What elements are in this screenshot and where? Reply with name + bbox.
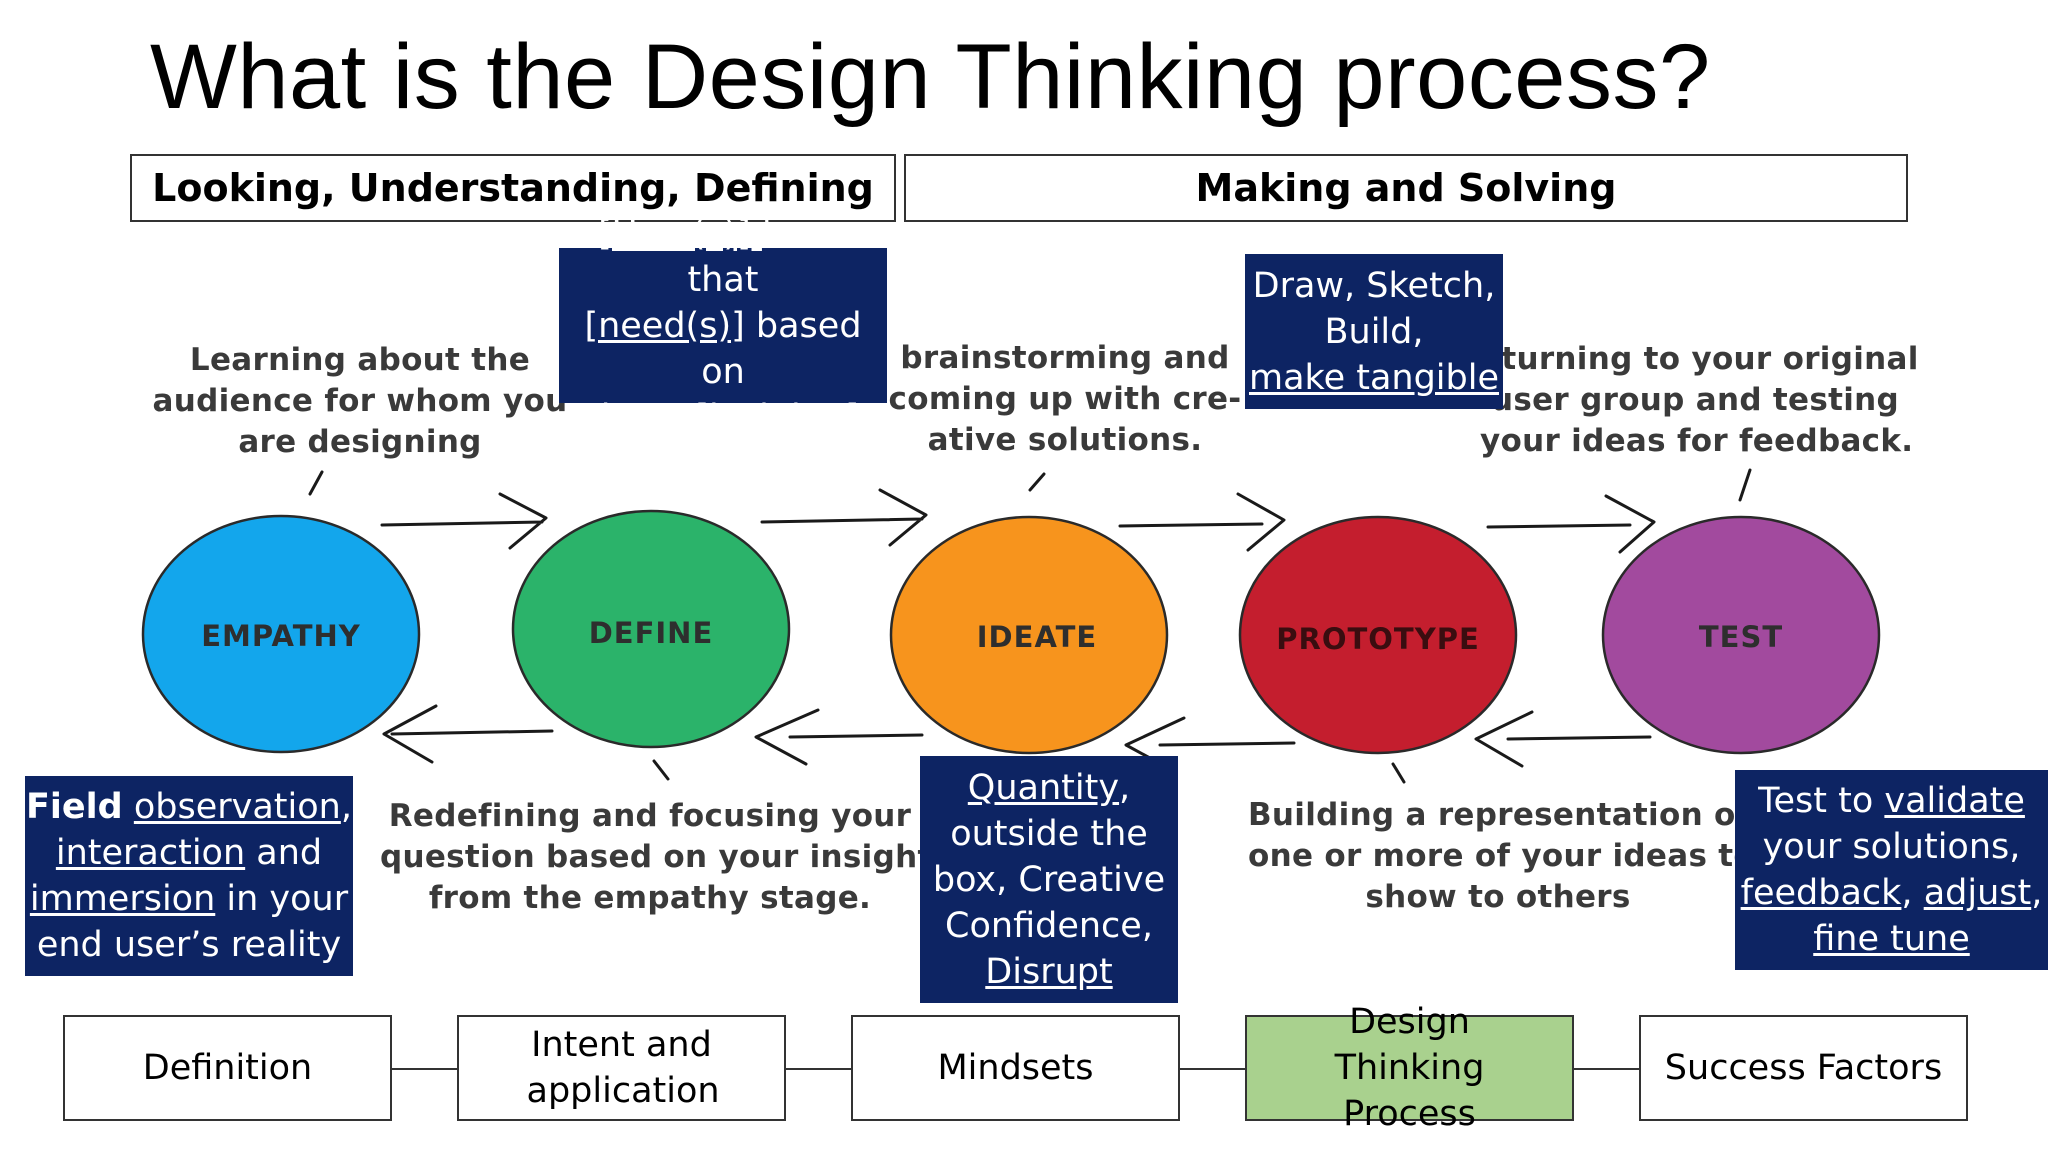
description-prototype: Building a representation of one or more… bbox=[1248, 797, 1756, 915]
description-test: eturning to your original user group and… bbox=[1480, 341, 1919, 459]
nav-design-thinking-process[interactable]: Design Thinking Process bbox=[1245, 1002, 1574, 1134]
arrow-forward-2 bbox=[760, 488, 928, 547]
stage-label-empathy: EMPATHY bbox=[201, 619, 361, 653]
page-title: What is the Design Thinking process? bbox=[150, 26, 1711, 128]
stage-circle-define bbox=[511, 509, 791, 749]
stage-circle-test bbox=[1601, 515, 1881, 755]
arrow-forward-1 bbox=[380, 492, 548, 550]
note-test: Test to validate your solutions, feedbac… bbox=[1735, 770, 2048, 970]
arrow-back-4 bbox=[1474, 710, 1652, 768]
description-empathy: Learning about the audience for whom you… bbox=[152, 342, 568, 460]
stage-label-prototype: PROTOTYPE bbox=[1276, 622, 1480, 656]
nav-connector bbox=[390, 1068, 458, 1070]
arrow-back-2 bbox=[754, 708, 924, 766]
arrow-forward-3 bbox=[1118, 492, 1286, 552]
description-define: Redefining and focusing your question ba… bbox=[380, 798, 952, 916]
nav-intent-application[interactable]: Intent and application bbox=[457, 1015, 786, 1121]
stage-circle-ideate bbox=[889, 515, 1169, 755]
note-prototype: Draw, Sketch, Build, make tangible bbox=[1245, 254, 1503, 409]
nav-success-factors[interactable]: Success Factors bbox=[1639, 1015, 1968, 1121]
arrow-forward-4 bbox=[1486, 494, 1656, 554]
description-ideate: brainstorming and coming up with cre- at… bbox=[888, 340, 1242, 458]
note-empathy: Field observation, interaction and immer… bbox=[25, 776, 353, 976]
nav-mindsets[interactable]: Mindsets bbox=[851, 1015, 1180, 1121]
arrow-back-1 bbox=[382, 704, 554, 764]
stage-label-test: TEST bbox=[1699, 620, 1783, 654]
nav-connector bbox=[1572, 1068, 1640, 1070]
nav-connector bbox=[1178, 1068, 1246, 1070]
stage-label-ideate: IDEATE bbox=[977, 620, 1097, 654]
note-ideate: Quantity, outside the box, Creative Conf… bbox=[920, 756, 1178, 1003]
stage-label-define: DEFINE bbox=[589, 616, 714, 650]
nav-connector bbox=[784, 1068, 852, 1070]
phase-header-understanding: Looking, Understanding, Defining bbox=[130, 154, 896, 222]
nav-definition[interactable]: Definition bbox=[63, 1015, 392, 1121]
stage-circle-prototype bbox=[1238, 515, 1518, 755]
note-define: [User(s)] have that [need(s)] based on t… bbox=[559, 214, 887, 438]
stage-circle-empathy bbox=[141, 514, 421, 754]
phase-header-making: Making and Solving bbox=[904, 154, 1908, 222]
